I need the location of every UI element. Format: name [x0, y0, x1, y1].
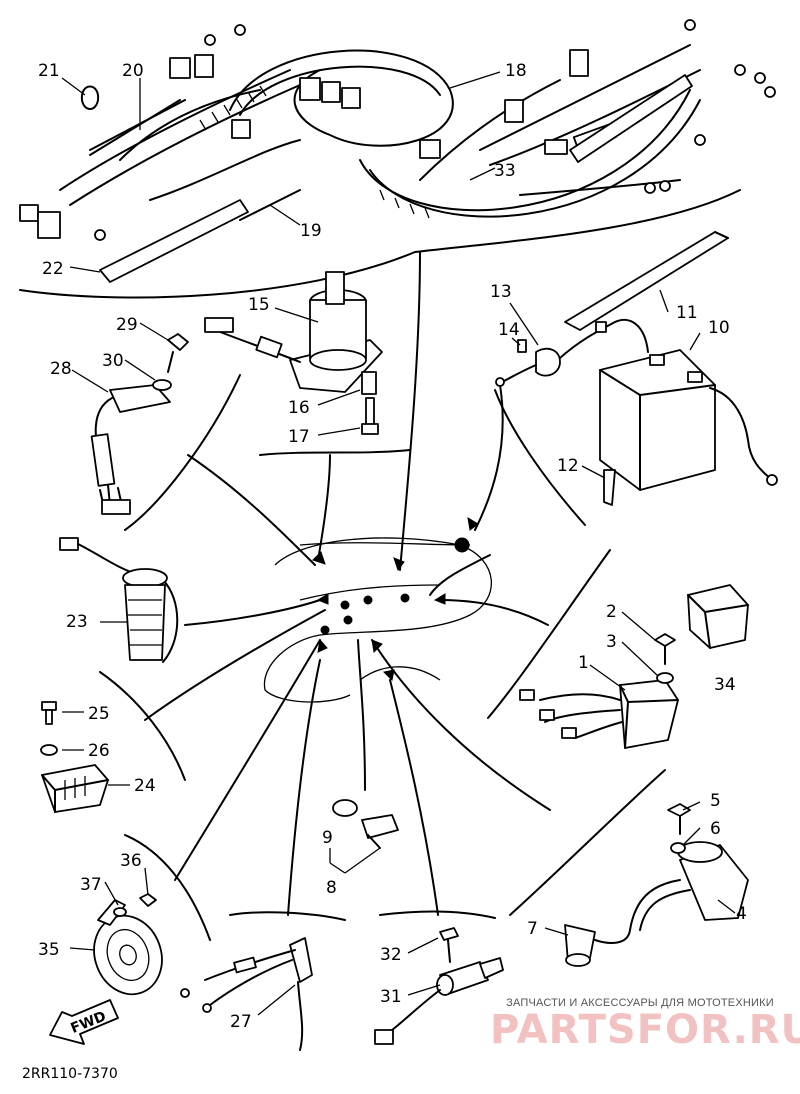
callout-18: 18: [505, 61, 527, 81]
callout-20: 20: [122, 61, 144, 81]
callout-6: 6: [710, 819, 721, 839]
callout-11: 11: [676, 303, 698, 323]
callout-26: 26: [88, 741, 110, 761]
callout-14: 14: [498, 320, 520, 340]
callout-17: 17: [288, 427, 310, 447]
callout-21: 21: [38, 61, 60, 81]
callout-13: 13: [490, 282, 512, 302]
relay-28-group: [71, 322, 189, 515]
callout-8: 8: [326, 878, 337, 898]
callout-25: 25: [88, 704, 110, 724]
ignition-coil-group: [544, 801, 749, 967]
watermark-logo: PARTSFOR.RU: [490, 1007, 800, 1053]
watermark-subtitle: ЗАПЧАСТИ И АКСЕССУАРЫ ДЛЯ МОТОТЕХНИКИ: [506, 997, 774, 1009]
callout-7: 7: [527, 919, 538, 939]
callout-22: 22: [42, 259, 64, 279]
neutral-switch-group: [374, 927, 504, 1045]
callout-33: 33: [494, 161, 516, 181]
callout-30: 30: [102, 351, 124, 371]
callout-28: 28: [50, 359, 72, 379]
frame-outline: [144, 251, 551, 916]
rectifier-24-group: [40, 701, 130, 813]
drawing-code: 2RR110-7370: [22, 1066, 118, 1082]
callout-12: 12: [557, 456, 579, 476]
callout-37: 37: [80, 875, 102, 895]
cdi-1-group: [519, 584, 749, 749]
callout-32: 32: [380, 945, 402, 965]
wire-harness-group: [19, 19, 776, 299]
callout-16: 16: [288, 398, 310, 418]
callout-31: 31: [380, 987, 402, 1007]
callout-3: 3: [606, 632, 617, 652]
callout-9: 9: [322, 828, 333, 848]
callout-5: 5: [710, 791, 721, 811]
callout-34: 34: [714, 675, 736, 695]
callout-27: 27: [230, 1012, 252, 1032]
callout-labels: 1 2 3 4 5 6 7 8 9 10 11 12 13 14 15 16 1…: [38, 61, 747, 1032]
callout-35: 35: [38, 940, 60, 960]
bolt-8-9-group: [329, 799, 399, 874]
battery-group: [495, 231, 778, 506]
callout-4: 4: [736, 904, 747, 924]
plug-cap-27-group: [180, 937, 313, 1051]
callout-36: 36: [120, 851, 142, 871]
watermark: ЗАПЧАСТИ И АКСЕССУАРЫ ДЛЯ МОТОТЕХНИКИ PA…: [490, 997, 800, 1053]
callout-2: 2: [606, 602, 617, 622]
main-switch-group: [204, 271, 383, 436]
callout-29: 29: [116, 315, 138, 335]
callout-23: 23: [66, 612, 88, 632]
callout-19: 19: [300, 221, 322, 241]
grip-23-group: [59, 537, 168, 661]
callout-1: 1: [578, 653, 589, 673]
section-dividers: [99, 374, 666, 941]
horn-35-group: [69, 867, 163, 996]
callout-24: 24: [134, 776, 156, 796]
callout-15: 15: [248, 295, 270, 315]
fwd-arrow: FWD: [49, 999, 119, 1045]
callout-10: 10: [708, 318, 730, 338]
